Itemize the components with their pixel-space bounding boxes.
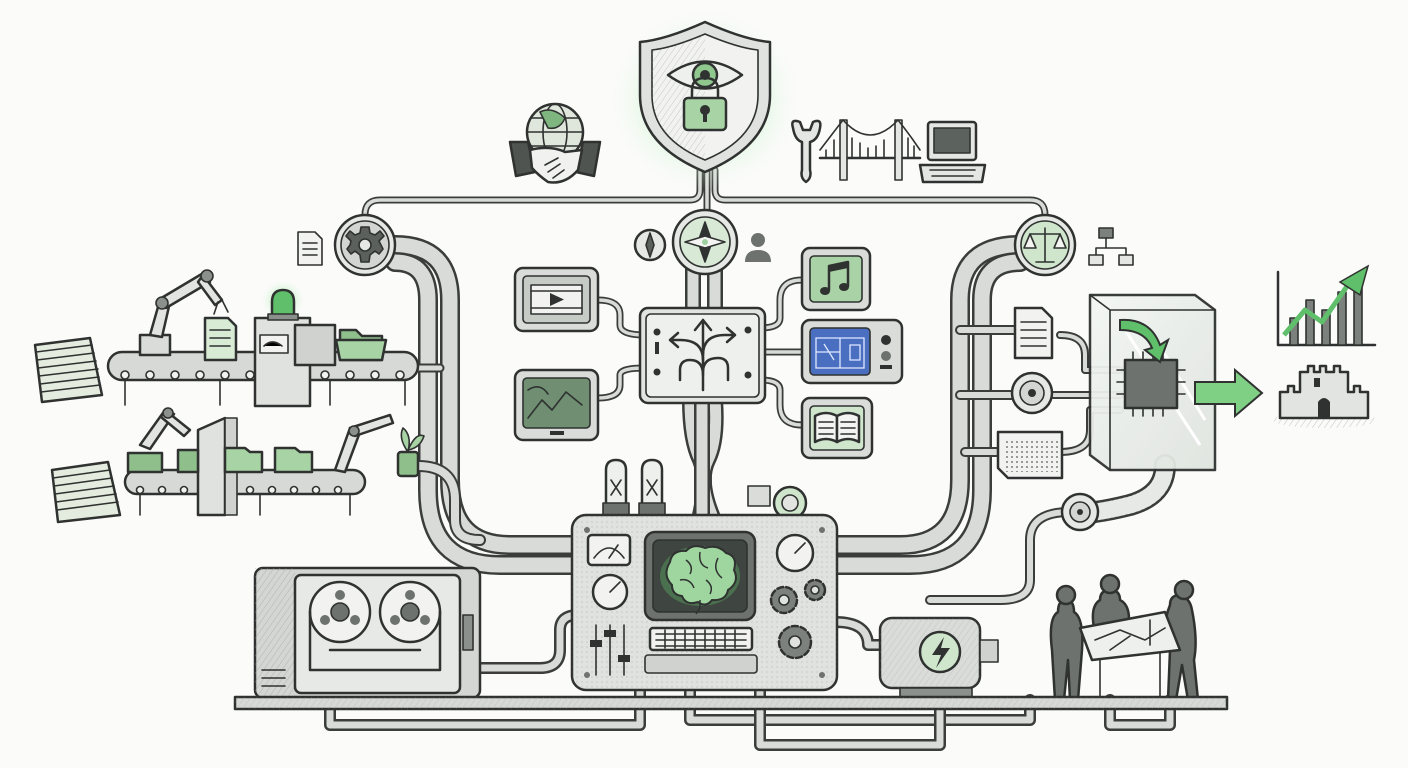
line-chart-icon [527,386,583,419]
ground-base [233,695,1229,711]
brain-icon [665,545,737,615]
lower-conveyor-belt-icon [123,407,395,517]
electric-motor-icon [878,616,999,699]
scanner-machine-icon [253,316,337,408]
wrench-icon [791,119,822,184]
gear-icon [333,213,397,277]
disc-icon [1010,371,1054,415]
small-compass-icon [633,228,667,262]
arrow-router-box [638,306,767,405]
punch-card-icon [996,430,1064,480]
document-on-belt-icon [203,316,238,362]
music-note-icon [820,260,850,295]
growth-chart-icon [1276,264,1377,347]
scales-icon [1013,213,1077,277]
flowchart-icon [1088,227,1134,266]
glass-cube-chip-icon [1088,293,1217,472]
document-right-icon [1013,306,1054,360]
handshake-icon [508,140,602,184]
document-icon [297,231,323,266]
potted-plant-icon [396,427,425,478]
tape-reel-right-icon [378,580,442,644]
tape-reel-machine [253,566,482,700]
blueprint-screen-icon [815,337,865,369]
user-icon [745,233,771,262]
tape-reel-left-icon [308,580,372,644]
chart-monitor [513,368,600,442]
vacuum-tube-icon [602,458,666,516]
paper-stack-icon [33,336,104,404]
team-at-drafting-table-icon [1049,573,1200,702]
robot-arm-icon [138,269,229,357]
green-arrow-icon [1194,367,1264,419]
bridge-icon [818,119,922,181]
folder-icon [334,328,388,362]
green-beacon-icon [261,280,305,321]
globe-icon [525,102,585,162]
video-monitor [513,266,600,333]
lower-disc-icon [1060,492,1100,532]
book-monitor [800,396,874,460]
castle-icon [1273,364,1377,428]
retro-computer-icon [918,120,987,184]
music-monitor [800,246,872,312]
shield-eye-lock-icon [610,10,800,190]
compass-icon [671,208,739,276]
video-play-icon [550,293,564,306]
blueprint-monitor [800,318,904,385]
brain-computer-machine [570,458,839,692]
dial-icon [747,485,808,521]
paper-stack-lower-icon [50,460,122,524]
open-book-icon [813,411,861,444]
